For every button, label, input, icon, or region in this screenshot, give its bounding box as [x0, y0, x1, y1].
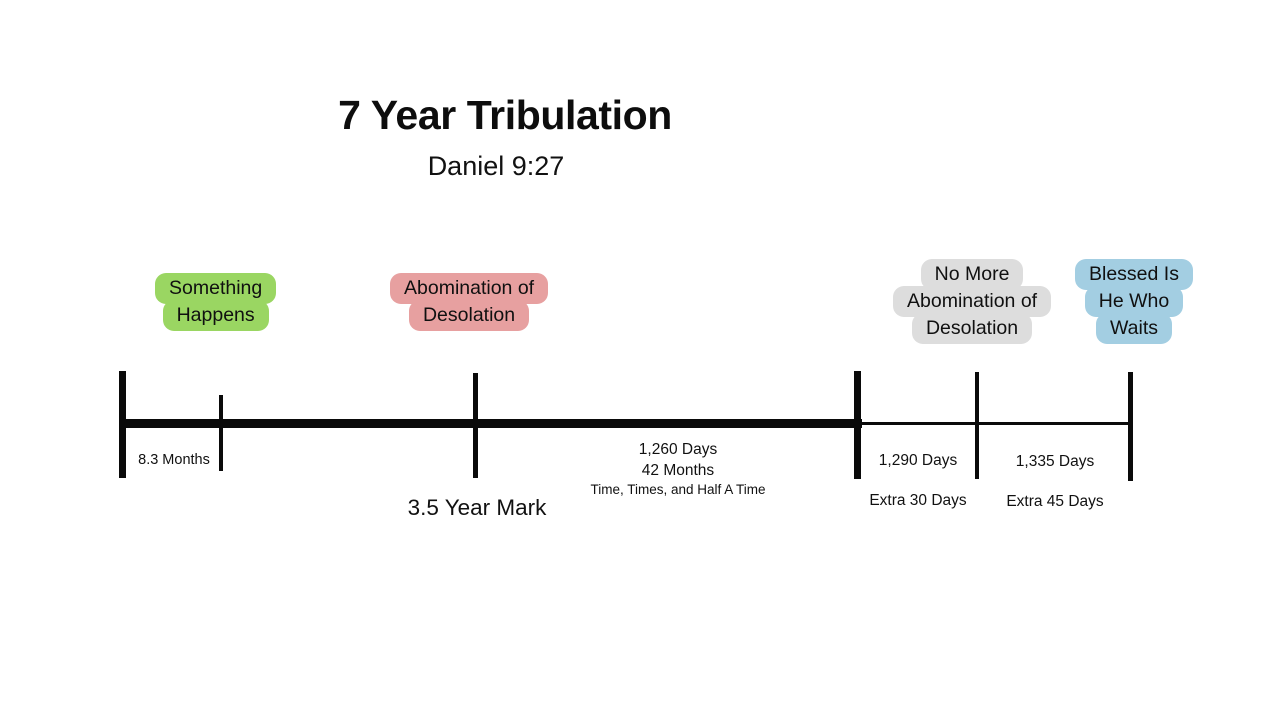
- page-title: 7 Year Tribulation: [338, 92, 672, 138]
- label-extra-45-days-segment: 1,335 Days Extra 45 Days: [983, 452, 1127, 512]
- label-extra-45-days: Extra 45 Days: [1006, 492, 1104, 510]
- chip-line: Blessed Is: [1075, 259, 1193, 290]
- chip-abomination-of-desolation[interactable]: Abomination of Desolation: [390, 273, 549, 331]
- chip-line: Abomination of: [390, 273, 549, 304]
- tick-1290-days-end: [975, 372, 979, 479]
- label-time-times-half-a-time: Time, Times, and Half A Time: [590, 482, 766, 498]
- chip-line: Something: [155, 273, 277, 304]
- tick-1335-days-end: [1128, 372, 1133, 481]
- label-3-5-year-mark: 3.5 Year Mark: [407, 495, 547, 520]
- tick-1260-days-end: [854, 371, 861, 479]
- label-1260-days: 1,260 Days: [638, 441, 718, 458]
- label-1290-days: 1,290 Days: [878, 452, 958, 469]
- label-middle-segment: 1,260 Days 42 Months Time, Times, and Ha…: [528, 440, 828, 499]
- chip-blessed-is-he-who-waits[interactable]: Blessed Is He Who Waits: [1075, 259, 1193, 344]
- label-extra-30-days-segment: 1,290 Days Extra 30 Days: [846, 451, 990, 511]
- timeline-extension-bar: [858, 422, 1133, 425]
- tick-8-3-months: [219, 395, 223, 471]
- chip-line: He Who: [1084, 286, 1184, 317]
- chip-line: Abomination of: [893, 286, 1052, 317]
- chip-no-more-abomination-of-desolation[interactable]: No More Abomination of Desolation: [893, 259, 1052, 344]
- chip-line: Desolation: [911, 313, 1033, 344]
- chip-line: Waits: [1095, 313, 1172, 344]
- chip-line: Happens: [162, 300, 269, 331]
- tick-3-5-year-mark: [473, 373, 478, 478]
- label-8-3-months: 8.3 Months: [138, 452, 210, 468]
- label-42-months: 42 Months: [641, 461, 715, 479]
- chip-line: Desolation: [408, 300, 530, 331]
- label-1335-days: 1,335 Days: [1015, 453, 1095, 470]
- timeline-main-bar: [120, 419, 862, 428]
- chip-line: No More: [920, 259, 1024, 290]
- chip-something-happens[interactable]: Something Happens: [155, 273, 277, 331]
- tick-timeline-start: [119, 371, 126, 478]
- label-extra-30-days: Extra 30 Days: [869, 491, 967, 509]
- page-subtitle: Daniel 9:27: [427, 151, 565, 181]
